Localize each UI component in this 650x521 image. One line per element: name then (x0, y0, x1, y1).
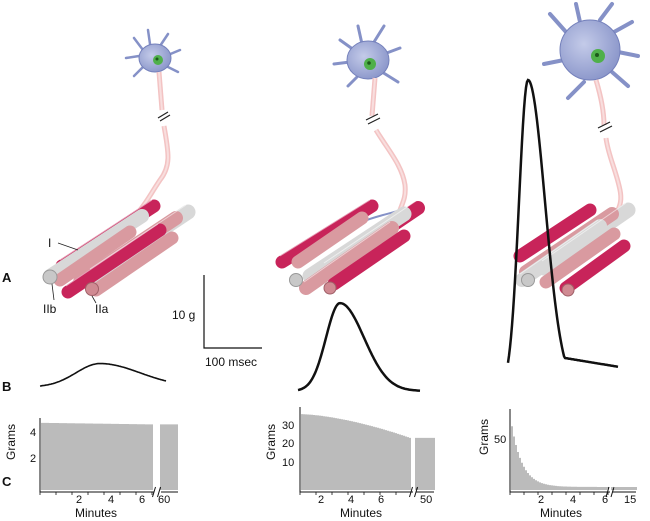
fiber-bundle-small (42, 199, 196, 299)
xtick-label: 15 (624, 494, 636, 506)
fatigue-plot-small (39, 418, 178, 498)
xtick-label: 2 (318, 494, 324, 506)
neuron-large (542, 2, 640, 100)
row-label-a: A (2, 270, 12, 285)
xtick-label: 50 (420, 494, 432, 506)
fatigue-ylabel-small: Grams (4, 424, 18, 460)
scale-bar-force-label: 10 g (172, 308, 195, 322)
fiber-label-type-iib: IIb (43, 302, 57, 316)
ytick-label: 50 (494, 434, 506, 446)
xtick-label: 6 (602, 494, 608, 506)
axis-break-mark (409, 486, 418, 498)
neuron-small (124, 28, 182, 78)
twitch-trace-small (39, 362, 167, 387)
axis-break-mark (605, 486, 615, 498)
xtick-label: 4 (570, 494, 576, 506)
xtick-label: 4 (108, 494, 114, 506)
fiber-label-type-i: I (48, 236, 51, 250)
ytick-label: 30 (282, 420, 294, 432)
ytick-label: 4 (30, 427, 36, 439)
fiber-label-type-iia: IIa (95, 302, 109, 316)
axis-break-mark (152, 486, 161, 498)
fiber-labels-small: I IIb IIa (43, 236, 109, 316)
fatigue-ylabel-large: Grams (477, 419, 491, 455)
xtick-label: 6 (378, 494, 384, 506)
xtick-label: 6 (139, 494, 145, 506)
fatigue-xlabel-medium: Minutes (340, 506, 382, 520)
neuron-medium (332, 24, 402, 88)
motor-unit-large (513, 2, 640, 297)
motor-unit-medium (275, 24, 425, 295)
ytick-label: 20 (282, 438, 294, 450)
fatigue-axis (509, 409, 610, 493)
fiber-bundle-large (513, 202, 636, 297)
ytick-label: 10 (282, 457, 294, 469)
scale-bar: 10 g 100 msec (172, 275, 262, 369)
xtick-label: 60 (158, 494, 170, 506)
fatigue-ylabel-medium: Grams (264, 424, 278, 460)
motor-unit-small: I IIb IIa (42, 28, 196, 316)
fiber-bundle-medium (275, 199, 425, 295)
fatigue-plot-medium (299, 407, 435, 498)
fatigue-plot-large (509, 409, 637, 498)
fatigue-axis (39, 418, 154, 493)
twitch-trace-large (506, 78, 619, 369)
twitch-trace-medium (297, 301, 421, 392)
fatigue-xlabel-large: Minutes (540, 506, 582, 520)
row-label-b: B (2, 379, 11, 394)
scale-bar-time-label: 100 msec (205, 355, 257, 369)
xtick-label: 2 (538, 494, 544, 506)
xtick-label: 4 (348, 494, 354, 506)
ytick-label: 2 (30, 453, 36, 465)
xtick-label: 2 (76, 494, 82, 506)
row-label-c: C (2, 474, 12, 489)
fatigue-xlabel-small: Minutes (75, 506, 117, 520)
